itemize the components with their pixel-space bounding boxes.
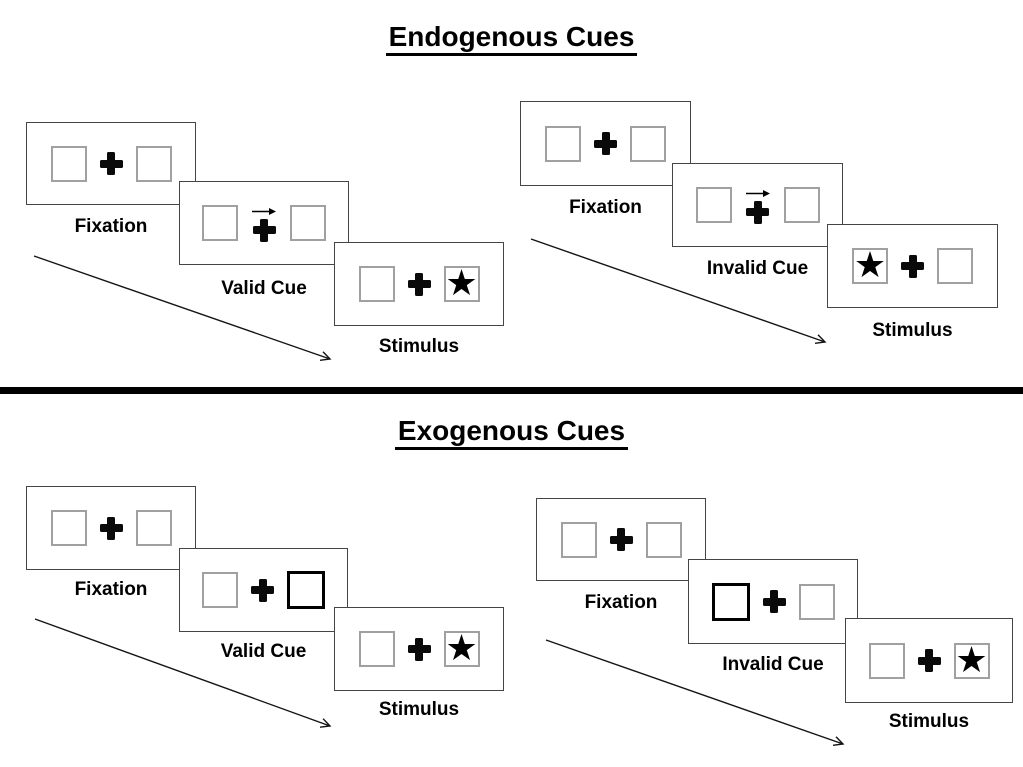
left-box <box>695 187 732 223</box>
right-box <box>290 205 326 241</box>
frame-label: Stimulus <box>378 336 460 357</box>
fixation-panel <box>26 486 196 570</box>
frame-label: Valid Cue <box>220 641 307 662</box>
stimulus-panel: ★ <box>845 618 1013 703</box>
frame-label: Stimulus <box>872 320 953 341</box>
frame-label: Fixation <box>74 216 148 237</box>
right-box <box>783 187 820 223</box>
frame-label: Fixation <box>584 592 658 613</box>
fixation-cross-icon <box>99 152 123 175</box>
left-box <box>202 205 238 241</box>
left-box <box>358 631 395 667</box>
timeline-arrow-endogenous-invalid <box>530 238 825 342</box>
stimulus-panel: ★ <box>334 607 504 691</box>
frame-label: Fixation <box>74 579 148 600</box>
fixation-cross-icon <box>594 132 617 155</box>
right-box: ★ <box>953 638 990 680</box>
highlighted-left-box <box>711 582 750 621</box>
star-icon: ★ <box>445 627 478 668</box>
invalid-cue-panel <box>672 163 843 247</box>
fixation-cross-icon <box>917 649 941 672</box>
valid-cue-panel <box>179 548 348 632</box>
right-box <box>135 145 172 182</box>
central-cue <box>745 187 771 224</box>
stimulus-panel: ★ <box>827 224 998 308</box>
star-icon: ★ <box>955 638 988 680</box>
endogenous-section-title: Endogenous Cues <box>0 22 1023 56</box>
left-box <box>202 572 238 608</box>
right-box <box>135 510 172 546</box>
left-box <box>545 125 581 162</box>
left-box <box>868 642 905 679</box>
frame-label: Valid Cue <box>221 278 307 299</box>
fixation-cross-icon <box>252 218 276 242</box>
fixation-cross-icon <box>746 200 769 224</box>
left-box <box>560 521 597 558</box>
right-box: ★ <box>443 627 480 668</box>
valid-cue-panel <box>179 181 349 265</box>
frame-label: Invalid Cue <box>722 654 824 675</box>
star-icon: ★ <box>445 262 478 303</box>
fixation-panel <box>520 101 691 186</box>
fixation-cross-icon <box>407 637 431 661</box>
section-divider <box>0 387 1023 394</box>
fixation-cross-icon <box>762 590 786 613</box>
fixation-cross-icon <box>901 254 924 278</box>
left-box <box>358 266 395 302</box>
right-box: ★ <box>443 262 480 303</box>
fixation-cross-icon <box>609 528 633 551</box>
right-box <box>645 521 682 558</box>
left-box: ★ <box>852 244 888 285</box>
stimulus-panel: ★ <box>334 242 504 326</box>
fixation-panel <box>536 498 706 581</box>
frame-label: Stimulus <box>378 699 460 720</box>
frame-label: Fixation <box>569 197 642 218</box>
fixation-cross-icon <box>407 272 431 296</box>
timeline-arrow-exogenous-valid <box>34 618 330 726</box>
central-cue <box>251 205 277 242</box>
frame-label: Invalid Cue <box>706 258 809 279</box>
frame-label: Stimulus <box>888 711 970 732</box>
timeline-arrow-endogenous-valid <box>33 255 330 359</box>
fixation-cross-icon <box>99 516 123 540</box>
fixation-cross-icon <box>251 578 274 602</box>
section-title-text: Exogenous Cues <box>394 416 629 450</box>
right-box <box>798 583 835 620</box>
left-box <box>50 145 87 182</box>
right-box <box>937 248 973 284</box>
invalid-cue-panel <box>688 559 858 644</box>
right-arrow-icon <box>745 189 770 197</box>
section-title-text: Endogenous Cues <box>385 22 638 56</box>
right-arrow-icon <box>252 207 276 215</box>
left-box <box>50 510 87 546</box>
exogenous-section-title: Exogenous Cues <box>0 416 1023 450</box>
star-icon: ★ <box>853 244 887 285</box>
fixation-panel <box>26 122 196 205</box>
right-box <box>630 125 666 162</box>
highlighted-right-box <box>287 571 325 609</box>
